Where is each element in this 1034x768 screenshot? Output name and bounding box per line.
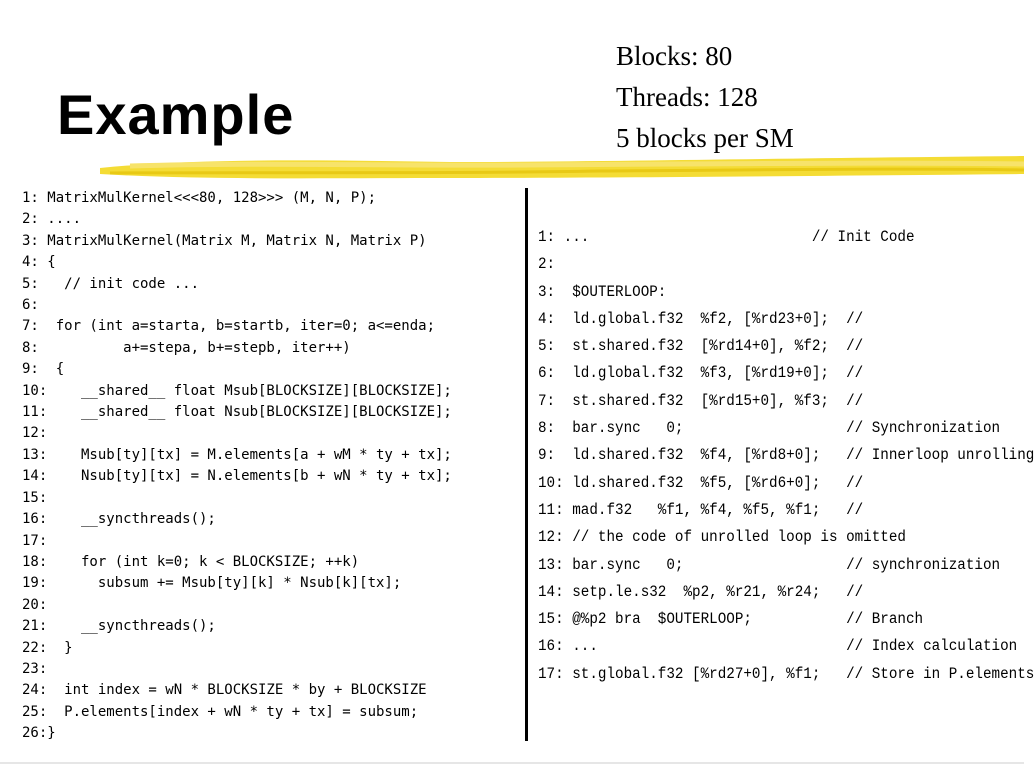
cuda-code-line-9: 9: { (22, 361, 65, 378)
ptx-assembly-code: 1: ... // Init Code 2: 3: $OUTERLOOP: 4: ld… (538, 224, 1034, 688)
blocks-count-text: Blocks: 80 (616, 41, 733, 71)
cuda-code-line-11: 11: __shared__ float Nsub[BLOCKSIZE][BLO… (22, 404, 452, 421)
cuda-code-line-26: 26:} (22, 725, 56, 742)
cuda-code-line-6: 6: (22, 297, 39, 314)
ptx-code-line-9: 9: ld.shared.f32 %f4, [%rd8+0]; // Inner… (538, 446, 1034, 465)
cuda-code-line-18: 18: for (int k=0; k < BLOCKSIZE; ++k) (22, 553, 360, 570)
highlighter-stroke-decoration (100, 156, 1025, 179)
cuda-code-line-19: 19: subsum += Msub[ty][k] * Nsub[k][tx]; (22, 575, 402, 592)
ptx-code-line-4: 4: ld.global.f32 %f2, [%rd23+0]; // (538, 309, 864, 328)
column-divider (525, 188, 528, 741)
ptx-code-line-14: 14: setp.le.s32 %p2, %r21, %r24; // (538, 582, 864, 601)
ptx-code-line-17: 17: st.global.f32 [%rd27+0], %f1; // Sto… (538, 664, 1034, 683)
cuda-code-line-1: 1: MatrixMulKernel<<<80, 128>>> (M, N, P… (22, 190, 377, 206)
ptx-code-line-11: 11: mad.f32 %f1, %f4, %f5, %f1; // (538, 500, 864, 519)
cuda-code-line-15: 15: (22, 489, 48, 506)
cuda-code-line-25: 25: P.elements[index + wN * ty + tx] = s… (22, 703, 419, 720)
cuda-code-line-7: 7: for (int a=starta, b=startb, iter=0; … (22, 318, 436, 335)
blocks-per-sm-text: 5 blocks per SM (616, 123, 794, 153)
cuda-code-line-16: 16: __syncthreads(); (22, 511, 216, 528)
launch-config-info: Blocks: 80 Threads: 128 5 blocks per SM (616, 36, 794, 159)
cuda-code-line-22: 22: } (22, 639, 73, 656)
ptx-code-line-5: 5: st.shared.f32 [%rd14+0], %f2; // (538, 337, 864, 356)
cuda-code-line-13: 13: Msub[ty][tx] = M.elements[a + wM * t… (22, 446, 452, 463)
cuda-code-line-20: 20: (22, 596, 48, 613)
ptx-code-line-16: 16: ... // Index calculation (538, 637, 1018, 656)
ptx-code-line-15: 15: @%p2 bra $OUTERLOOP; // Branch (538, 610, 924, 629)
cuda-code-line-8: 8: a+=stepa, b+=stepb, iter++) (22, 339, 351, 356)
cuda-code-line-24: 24: int index = wN * BLOCKSIZE * by + BL… (22, 682, 427, 699)
cuda-code-line-2: 2: .... (22, 211, 82, 228)
cuda-code-line-23: 23: (22, 660, 48, 677)
cuda-code-line-10: 10: __shared__ float Msub[BLOCKSIZE][BLO… (22, 382, 452, 399)
cuda-code-line-21: 21: __syncthreads(); (22, 618, 216, 635)
ptx-code-line-2: 2: (538, 255, 556, 274)
ptx-code-line-7: 7: st.shared.f32 [%rd15+0], %f3; // (538, 391, 864, 410)
threads-count-text: Threads: 128 (616, 82, 758, 112)
slide-bottom-rule (0, 762, 1024, 764)
slide-title: Example (57, 83, 295, 146)
cuda-source-code: 1: MatrixMulKernel<<<80, 128>>> (M, N, P… (22, 188, 517, 745)
ptx-code-line-12: 12: // the code of unrolled loop is omit… (538, 528, 906, 547)
cuda-code-line-3: 3: MatrixMulKernel(Matrix M, Matrix N, M… (22, 232, 427, 249)
ptx-code-line-1: 1: ... // Init Code (538, 228, 915, 246)
ptx-code-line-6: 6: ld.global.f32 %f3, [%rd19+0]; // (538, 364, 864, 383)
cuda-code-line-12: 12: (22, 425, 48, 442)
ptx-code-line-13: 13: bar.sync 0; // synchronization (538, 555, 1001, 574)
ptx-code-line-10: 10: ld.shared.f32 %f5, [%rd6+0]; // (538, 473, 864, 492)
ptx-code-line-8: 8: bar.sync 0; // Synchronization (538, 419, 1001, 438)
ptx-code-line-3: 3: $OUTERLOOP: (538, 282, 667, 301)
cuda-code-line-17: 17: (22, 532, 48, 549)
cuda-code-line-14: 14: Nsub[ty][tx] = N.elements[b + wN * t… (22, 468, 452, 485)
cuda-code-line-5: 5: // init code ... (22, 275, 200, 292)
cuda-code-line-4: 4: { (22, 254, 56, 271)
